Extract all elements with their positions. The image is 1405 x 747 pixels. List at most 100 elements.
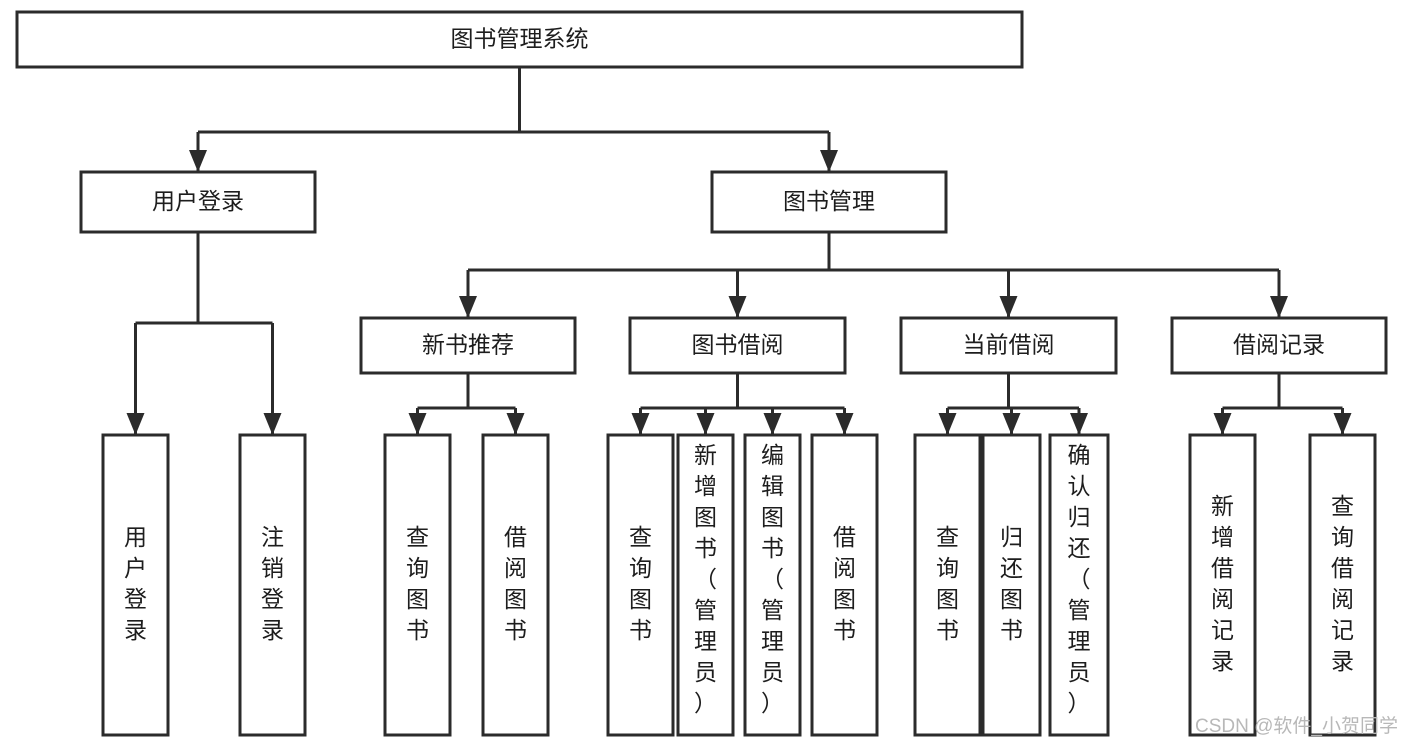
node-label: 借阅记录 [1233, 332, 1325, 358]
node-label-char: 书 [1000, 617, 1023, 643]
node-box [383, 433, 452, 737]
node-label-char: 图 [761, 504, 784, 530]
connector-layer [126, 67, 1352, 435]
node-label: 用户登录 [152, 188, 244, 214]
node-box [1048, 433, 1110, 737]
node-label-char: 查 [1331, 493, 1354, 519]
arrow-head-icon [459, 296, 477, 318]
node-label-char: （ [1068, 566, 1091, 592]
node-box [810, 433, 879, 737]
arrow-head-icon [728, 296, 747, 318]
node-label-char: 新 [1211, 493, 1234, 519]
node-label-char: 图 [504, 586, 527, 612]
node-l2-用户登录-0[interactable]: 用户登录 [79, 170, 317, 234]
node-label-char: 管 [694, 597, 717, 623]
node-label-char: 员 [1068, 659, 1091, 685]
node-label-char: 书 [694, 535, 717, 561]
node-l3-借阅记录-3[interactable]: 借阅记录 [1170, 316, 1388, 375]
node-l3-图书借阅-1[interactable]: 图书借阅 [628, 316, 847, 375]
arrow-head-icon [696, 413, 715, 435]
arrow-head-icon [506, 413, 525, 435]
node-box [15, 10, 1024, 69]
node-label-char: 图 [629, 586, 652, 612]
node-label: 当前借阅 [963, 332, 1055, 358]
node-label-char: 录 [1211, 648, 1234, 674]
node-label-char: 还 [1000, 555, 1023, 581]
node-leaf-用户登录-0[interactable]: 用户登录 [101, 433, 170, 737]
node-label: 图书借阅 [692, 332, 784, 358]
node-label-char: 图 [1000, 586, 1023, 612]
node-label-char: 书 [406, 617, 429, 643]
node-label-char: 借 [1211, 555, 1234, 581]
node-l3-当前借阅-2[interactable]: 当前借阅 [899, 316, 1118, 375]
node-l2-图书管理-1[interactable]: 图书管理 [710, 170, 948, 234]
arrow-head-icon [999, 296, 1018, 318]
node-label-char: 理 [1068, 628, 1091, 654]
node-box [1188, 433, 1257, 737]
node-label-char: 记 [1331, 617, 1354, 643]
node-label-char: 理 [694, 628, 717, 654]
arrow-head-icon [938, 413, 957, 435]
arrow-head-icon [820, 150, 838, 172]
node-label-char: 查 [936, 524, 959, 550]
node-label-char: 图 [694, 504, 717, 530]
node-label-char: 户 [124, 555, 147, 581]
node-label-char: 图 [406, 586, 429, 612]
node-box [359, 316, 577, 375]
arrow-head-icon [126, 413, 145, 435]
node-label-char: 增 [1211, 524, 1234, 550]
arrow-head-icon [189, 150, 207, 172]
arrow-head-icon [1002, 413, 1021, 435]
node-label-char: 管 [761, 597, 784, 623]
node-box [743, 433, 802, 737]
node-label-char: ） [694, 690, 717, 716]
node-root-图书管理系统-0[interactable]: 图书管理系统 [15, 10, 1024, 69]
node-label-char: 查 [406, 524, 429, 550]
node-label: 图书管理系统 [451, 26, 589, 52]
node-l3-新书推荐-0[interactable]: 新书推荐 [359, 316, 577, 375]
node-label-char: 归 [1068, 504, 1091, 530]
node-label-char: 询 [1331, 524, 1354, 550]
node-label-char: 阅 [833, 555, 856, 581]
arrow-head-icon [263, 413, 282, 435]
node-label-char: 阅 [1211, 586, 1234, 612]
node-label: 图书管理 [783, 188, 875, 214]
node-label-char: 注 [261, 524, 284, 550]
node-label-char: 录 [1331, 648, 1354, 674]
node-box [628, 316, 847, 375]
node-label-char: 管 [1068, 597, 1091, 623]
arrow-head-icon [1333, 413, 1352, 435]
node-box [79, 170, 317, 234]
node-label: 新书推荐 [422, 332, 514, 358]
arrow-head-icon [1270, 296, 1288, 318]
node-label-char: 录 [261, 617, 284, 643]
node-label-char: 借 [1331, 555, 1354, 581]
node-label-char: 员 [694, 659, 717, 685]
node-label-char: 还 [1068, 535, 1091, 561]
node-label-char: 书 [761, 535, 784, 561]
arrow-head-icon [631, 413, 650, 435]
node-label-char: 销 [261, 555, 284, 581]
node-label-char: 确 [1068, 442, 1091, 468]
node-label-char: 记 [1211, 617, 1234, 643]
node-box [1308, 433, 1377, 737]
node-layer: 图书管理系统用户登录图书管理新书推荐图书借阅当前借阅借阅记录用户登录注销登录查询… [15, 10, 1388, 737]
node-box [710, 170, 948, 234]
node-label-char: 增 [694, 473, 717, 499]
node-label-char: 新 [694, 442, 717, 468]
arrow-head-icon [408, 413, 427, 435]
